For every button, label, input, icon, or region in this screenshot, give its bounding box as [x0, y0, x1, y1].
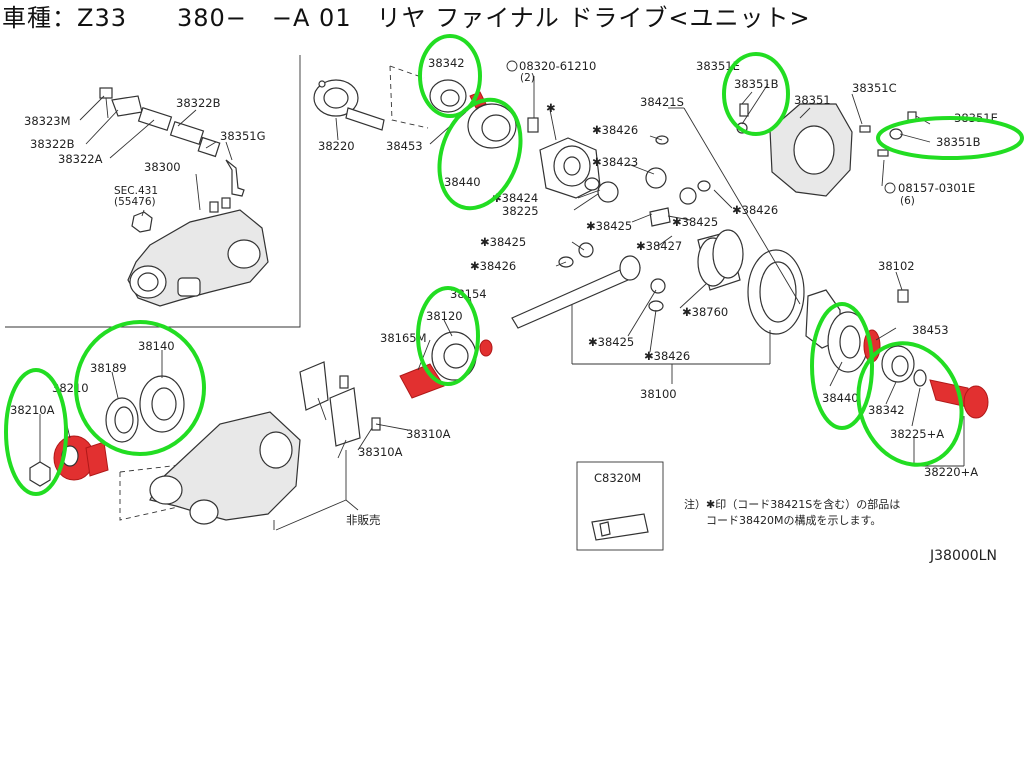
- label-38210A: 38210A: [10, 403, 55, 417]
- label-38440-top: 38440: [444, 175, 481, 189]
- label-08320-61210: 08320-61210: [519, 59, 596, 73]
- label-38323M: 38323M: [24, 114, 71, 128]
- label-38310A-a: 38310A: [406, 427, 451, 441]
- label-08157-0301E: 08157-0301E: [898, 181, 975, 195]
- highlight-38120: [416, 286, 480, 386]
- pinion-bearing-outer: [429, 79, 467, 113]
- c8320m-box: [576, 461, 664, 551]
- label-C8320M: C8320M: [594, 471, 641, 485]
- inset-breather: [225, 159, 245, 197]
- front-oil-seal: [399, 339, 493, 399]
- label-38760: ✱38760: [682, 305, 728, 319]
- label-38100: 38100: [640, 387, 677, 401]
- diagram-code: J38000LN: [929, 548, 997, 564]
- highlight-38342-top: [418, 34, 482, 118]
- label-38220A: 38220+A: [924, 465, 978, 479]
- label-38342-top: 38342: [428, 56, 465, 70]
- bolt-08320: [527, 117, 539, 133]
- highlight-38440-right: [810, 302, 874, 430]
- highlight-38342-right: [856, 341, 964, 467]
- label-38425-b: ✱38425: [672, 215, 718, 229]
- pinion-mate-gear: [679, 180, 711, 205]
- pinion-mate-spacer: [697, 229, 744, 291]
- label-38351B-a: 38351B: [734, 77, 779, 91]
- label-38300: 38300: [144, 160, 181, 174]
- highlight-38140: [74, 320, 206, 456]
- label-38425-c: ✱38425: [480, 235, 526, 249]
- label-38351C: 38351C: [852, 81, 897, 95]
- label-38220: 38220: [318, 139, 355, 153]
- side-bearing-outer: [881, 345, 915, 383]
- leader-lines: [39, 76, 965, 531]
- seal-38189: [105, 397, 139, 443]
- drive-pinion-shaft: [511, 255, 641, 329]
- highlight-circles: [4, 34, 1024, 496]
- label-38425-d: ✱38425: [588, 335, 634, 349]
- page-title: 車種：Z33 380− −A 01 リヤ ファイナル ドライブ<ユニット>: [2, 4, 811, 32]
- label-38351B-b: 38351B: [936, 135, 981, 149]
- label-38440-right: 38440: [822, 391, 859, 405]
- label-38453-top: 38453: [386, 139, 423, 153]
- label-38322B-a: 38322B: [30, 137, 75, 151]
- inset-bolt: [99, 87, 113, 119]
- label-38310A-b: 38310A: [358, 445, 403, 459]
- label-38322B-b: 38322B: [176, 96, 221, 110]
- label-38426-c: ✱38426: [470, 259, 516, 273]
- label-38426-d: ✱38426: [644, 349, 690, 363]
- nut-38210A: [29, 461, 51, 487]
- label-38453-right: 38453: [912, 323, 949, 337]
- note-line-1: 注）✱印（コード38421Sを含む）の部品は: [684, 497, 900, 511]
- inset-bushing: [137, 106, 221, 158]
- front-pinion-bearing: [431, 331, 477, 381]
- mount-bracket: [299, 361, 381, 447]
- label-38322A: 38322A: [58, 152, 103, 166]
- label-38425-a: ✱38425: [586, 219, 632, 233]
- rear-cover: [769, 103, 853, 197]
- ring-gear: [747, 249, 805, 335]
- highlight-38351B-a: [722, 52, 790, 136]
- label-sec431: SEC.431: [114, 185, 158, 197]
- inset-bracket: [111, 95, 143, 117]
- side-gear: [597, 167, 667, 203]
- highlight-38210A: [4, 368, 68, 496]
- side-bearing: [827, 311, 869, 373]
- label-sec431-sub: (55476): [114, 196, 156, 208]
- pinion-bearing-inner: [467, 103, 517, 149]
- pinion-shaft-cross: [649, 207, 671, 227]
- bolt-38102: [897, 289, 909, 303]
- label-38140: 38140: [138, 339, 175, 353]
- label-38424: ✱38424: [492, 191, 538, 205]
- label-38426-b: ✱38426: [732, 203, 778, 217]
- rear-diff-carrier: [149, 411, 301, 525]
- label-38351: 38351: [794, 93, 831, 107]
- label-star: ✱: [546, 101, 556, 115]
- label-38225A: 38225+A: [890, 427, 944, 441]
- label-38210: 38210: [52, 381, 89, 395]
- label-38165M: 38165M: [380, 331, 427, 345]
- highlight-38440-top: [437, 97, 523, 211]
- label-08320-qty: (2): [520, 72, 535, 84]
- highlight-38351B-b: [876, 116, 1024, 160]
- label-not-for-sale: 非販売: [346, 513, 381, 527]
- label-38342-right: 38342: [868, 403, 905, 417]
- label-38426-a: ✱38426: [592, 123, 638, 137]
- label-38421S: 38421S: [640, 95, 684, 109]
- thrust-washer: [584, 177, 600, 191]
- inset-frame: [5, 55, 301, 328]
- label-38120: 38120: [426, 309, 463, 323]
- label-38423: ✱38423: [592, 155, 638, 169]
- label-38102: 38102: [878, 259, 915, 273]
- label-38351G: 38351G: [220, 129, 266, 143]
- label-38427: ✱38427: [636, 239, 682, 253]
- label-38189: 38189: [90, 361, 127, 375]
- inset-nut: [131, 211, 153, 233]
- label-08157-qty: (6): [900, 195, 915, 207]
- note-line-2: コード38420Mの構成を示します。: [706, 514, 881, 527]
- label-38225: 38225: [502, 204, 539, 218]
- bearing-38140: [139, 375, 185, 433]
- pinion-flange: [313, 79, 385, 131]
- inset-diff-housing: [127, 197, 269, 307]
